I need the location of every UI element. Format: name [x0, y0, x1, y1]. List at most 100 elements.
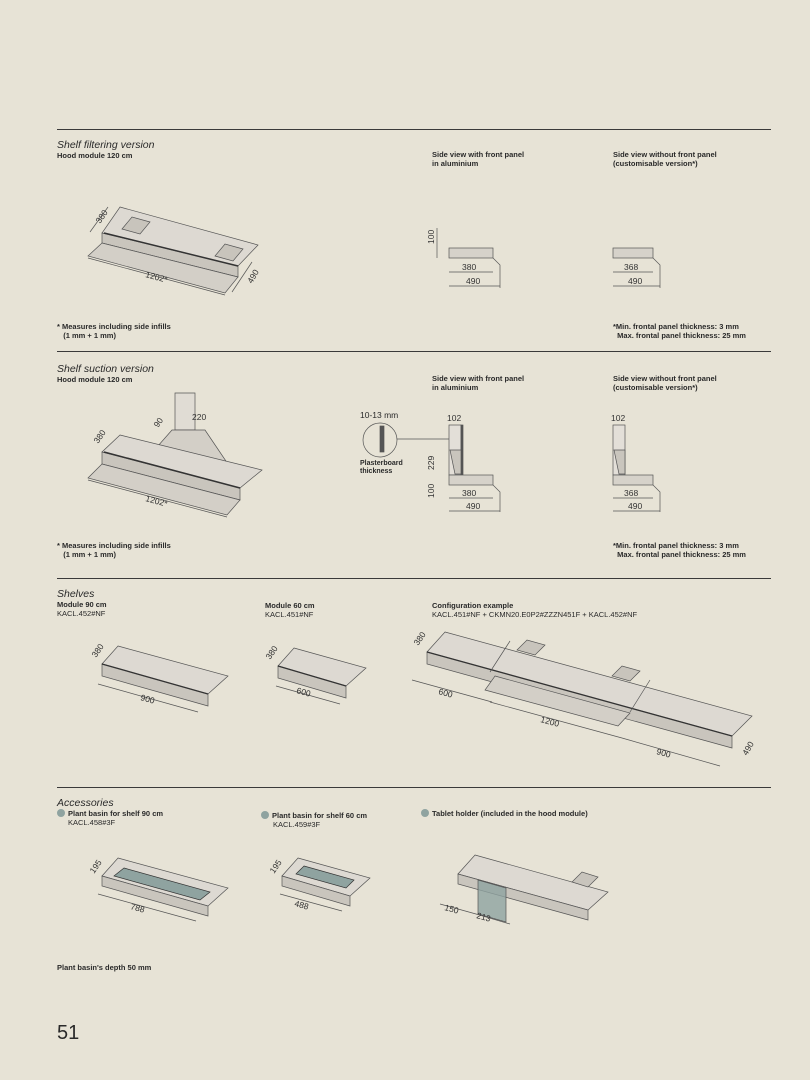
- drawing-shape: [475, 913, 511, 925]
- dimension-label: 600: [295, 685, 312, 698]
- drawing-shape: [652, 257, 661, 288]
- dimension-label: 380: [91, 428, 107, 446]
- divider: [57, 351, 771, 352]
- drawing-shape: [439, 903, 477, 915]
- item-label: Configuration example: [432, 601, 514, 610]
- drawing-shape: [379, 425, 385, 453]
- section-title: Shelf filtering version: [57, 139, 155, 151]
- drawing-shape: [231, 261, 253, 293]
- drawing-shape: [275, 685, 341, 705]
- divider: [57, 129, 771, 130]
- drawing-shape: [448, 247, 494, 259]
- section-subtitle: Hood module 120 cm: [57, 375, 133, 384]
- dimension-label: 195: [87, 858, 103, 876]
- drawing-shape: [426, 651, 733, 737]
- dimension-label: 380: [462, 488, 476, 498]
- footnote: * Measures including side infills (1 mm …: [57, 541, 171, 559]
- dimension-label: 1200: [539, 714, 560, 729]
- suction-side-view-front: 102 229 100 380 490: [426, 413, 501, 512]
- section-title: Shelf suction version: [57, 363, 154, 375]
- drawing-shape: [426, 631, 753, 737]
- item-label: Plant basin for shelf 60 cm: [272, 811, 368, 820]
- drawing-shape: [279, 893, 343, 912]
- drawing-shape: [295, 865, 355, 889]
- dimension-label: 368: [624, 488, 638, 498]
- drawing-shape: [121, 216, 151, 235]
- dimension-label: 150: [443, 902, 460, 915]
- hood-drawing: 380 1202* 490: [87, 206, 261, 296]
- footnote: * Measures including side infills (1 mm …: [57, 322, 171, 340]
- plasterboard-range: 10-13 mm: [360, 410, 399, 420]
- drawing-shape: [97, 893, 197, 922]
- configuration-drawing: 380 600 1200 900 490: [411, 630, 756, 767]
- drawing-shape: [516, 639, 546, 656]
- dimension-label: 490: [628, 276, 642, 286]
- drawing-shape: [97, 683, 199, 713]
- drawing-shape: [277, 665, 347, 687]
- dimension-label: 900: [139, 692, 156, 705]
- dimension-label: 488: [293, 898, 310, 911]
- drawing-shape: [448, 474, 494, 486]
- dimension-label: 102: [447, 413, 461, 423]
- item-code: KACL.452#NF: [57, 609, 106, 618]
- drawing-shape: [101, 875, 209, 917]
- drawing-shape: [492, 484, 501, 512]
- drawing-shape: [489, 701, 623, 739]
- side-view-label: Side view with front panel in aluminium: [432, 374, 525, 392]
- dimension-label: 900: [655, 746, 672, 759]
- section-title: Accessories: [57, 797, 114, 809]
- bullet-icon: [421, 809, 429, 817]
- item-code: KACL.451#NF: [265, 610, 314, 619]
- dimension-label: 100: [426, 230, 436, 244]
- drawing-shape: [611, 665, 641, 682]
- divider: [57, 578, 771, 579]
- dimension-label: 490: [466, 276, 480, 286]
- bullet-icon: [261, 811, 269, 819]
- plasterboard-detail: [362, 422, 455, 458]
- drawing-shape: [87, 242, 239, 294]
- drawing-shape: [281, 875, 351, 907]
- drawing-shape: [613, 449, 626, 475]
- drawing-shape: [449, 449, 462, 475]
- drawing-shape: [411, 679, 493, 703]
- drawing-shape: [214, 243, 244, 262]
- dimension-label: 368: [624, 262, 638, 272]
- dimension-label: 490: [466, 501, 480, 511]
- item-label: Plant basin for shelf 90 cm: [68, 809, 164, 818]
- drawing-shape: [489, 640, 511, 673]
- side-view-front: 100 380 490: [426, 228, 501, 288]
- drawing-shape: [612, 474, 654, 486]
- suction-side-view-nofront: 102 368 490: [611, 413, 661, 512]
- drawing-shape: [101, 663, 209, 695]
- plant-basin-60-drawing: 195 488: [267, 858, 371, 912]
- side-view-label: Side view without front panel (customisa…: [613, 150, 717, 168]
- item-code: KACL.451#NF + CKMN20.E0P2#ZZZN451F + KAC…: [432, 610, 638, 619]
- divider: [57, 787, 771, 788]
- drawing-shape: [492, 257, 501, 288]
- dimension-label: 102: [611, 413, 625, 423]
- section-title: Shelves: [57, 588, 95, 600]
- dimension-label: 380: [263, 644, 279, 662]
- dimension-label: 195: [267, 858, 283, 876]
- dimension-label: 213: [475, 910, 492, 923]
- dimension-label: 100: [426, 484, 436, 498]
- section-subtitle: Hood module 120 cm: [57, 151, 133, 160]
- drawing-shape: [103, 451, 241, 489]
- plant-basin-90-drawing: 195 788: [87, 858, 229, 922]
- dimension-label: 90: [151, 415, 165, 429]
- page-number: 51: [57, 1022, 80, 1044]
- drawing-shape: [629, 679, 651, 713]
- plasterboard-label: Plasterboard thickness: [360, 460, 403, 475]
- dimension-label: 380: [411, 630, 427, 648]
- bullet-icon: [57, 809, 65, 817]
- drawing-shape: [89, 206, 109, 233]
- drawing-shape: [484, 675, 631, 727]
- footnote: *Min. frontal panel thickness: 3 mm Max.…: [613, 322, 746, 340]
- side-view-label: Side view without front panel (customisa…: [613, 374, 717, 392]
- item-label: Module 60 cm: [265, 601, 315, 610]
- drawing-shape: [103, 232, 239, 267]
- drawing-shape: [477, 879, 507, 923]
- drawing-shape: [113, 867, 211, 901]
- drawing-shape: [652, 484, 661, 512]
